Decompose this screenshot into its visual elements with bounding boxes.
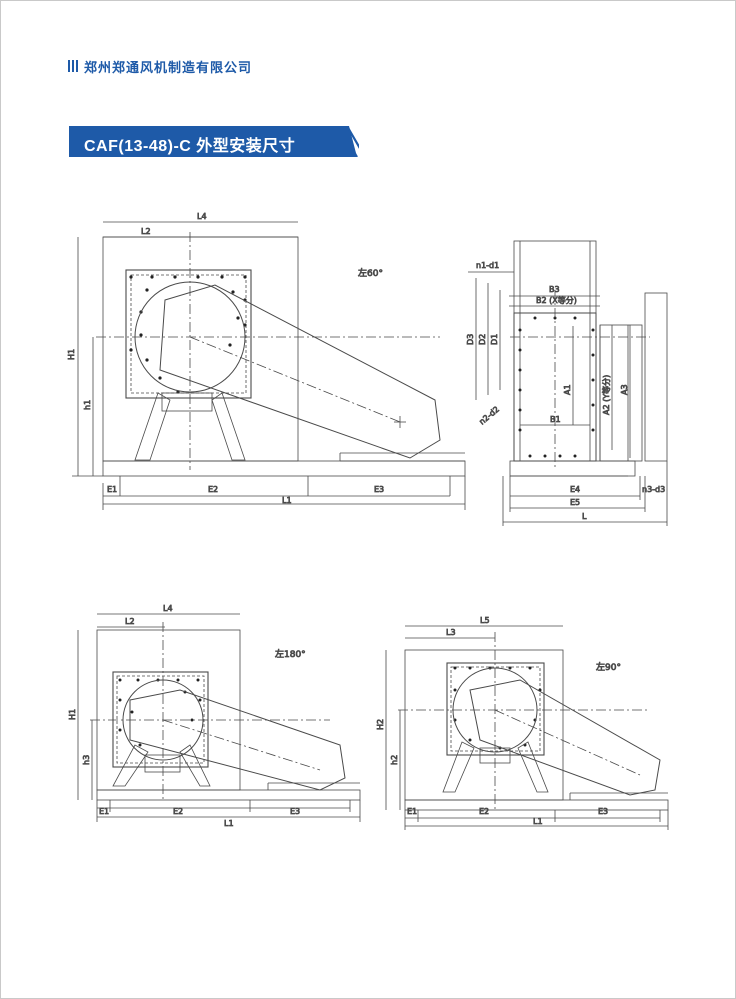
dim-D1: D1	[490, 334, 499, 345]
triple-bar-icon	[68, 60, 78, 72]
dim-n2-d2: n2-d2	[478, 405, 502, 427]
dim-L5: L5	[480, 616, 490, 625]
dim-n1-d1: n1-d1	[476, 261, 499, 270]
main-elevation-drawing: L4 L2 H1 h1 E1 E2 E3 L1 左60°	[67, 212, 466, 510]
dim-H1: H1	[68, 709, 77, 720]
dim-h2: h2	[390, 755, 399, 765]
dim-E1: E1	[99, 807, 109, 816]
dim-E2: E2	[173, 807, 183, 816]
dim-E4: E4	[570, 485, 580, 494]
angle-label: 左180°	[275, 648, 306, 660]
bottom-right-drawing: L5 L3 H2 h2 E1 E2 E3 L1 左90°	[376, 616, 669, 830]
dim-E3: E3	[598, 807, 608, 816]
dim-L1: L1	[533, 817, 543, 826]
dim-D2: D2	[478, 334, 487, 345]
company-name: 郑州郑通风机制造有限公司	[84, 59, 253, 75]
diagonal-stripes-icon	[330, 126, 359, 157]
dim-L4: L4	[197, 212, 207, 221]
dim-E1: E1	[107, 485, 117, 494]
dim-H2: H2	[376, 719, 385, 730]
dim-E3: E3	[290, 807, 300, 816]
dim-A3: A3	[620, 384, 629, 395]
dim-n3-d3: n3-d3	[642, 485, 665, 494]
side-view-drawing: n1-d1 B3 B2 (X等分) D3 D2 D1 A1 A2 (Y等分) A…	[466, 240, 668, 526]
dim-E1: E1	[407, 807, 417, 816]
angle-label: 左90°	[596, 661, 621, 673]
dim-L2: L2	[141, 227, 151, 236]
dim-H1: H1	[67, 349, 76, 360]
dim-A2: A2 (Y等分)	[601, 375, 611, 415]
page-title: CAF(13-48)-C 外型安装尺寸	[84, 138, 296, 155]
dim-L4: L4	[163, 604, 173, 613]
dim-L2: L2	[125, 617, 135, 626]
dim-B3: B3	[549, 285, 560, 294]
dim-h1: h1	[83, 400, 92, 410]
dim-E3: E3	[374, 485, 384, 494]
company-header: 郑州郑通风机制造有限公司	[68, 57, 252, 75]
dim-A1: A1	[563, 384, 572, 395]
dim-D3: D3	[466, 334, 475, 345]
angle-label: 左60°	[358, 267, 383, 279]
dim-L: L	[582, 512, 587, 521]
dim-h3: h3	[82, 755, 91, 765]
dim-L1: L1	[282, 496, 292, 505]
title-banner	[69, 126, 359, 157]
dim-B1: B1	[550, 415, 561, 424]
dim-E2: E2	[208, 485, 218, 494]
dim-E5: E5	[570, 498, 580, 507]
dim-L1: L1	[224, 819, 234, 828]
dim-B2: B2 (X等分)	[536, 295, 577, 305]
dim-L3: L3	[446, 628, 456, 637]
dim-E2: E2	[479, 807, 489, 816]
bottom-left-drawing: L4 L2 H1 h3 E1 E2 E3 L1 左180°	[68, 604, 361, 828]
